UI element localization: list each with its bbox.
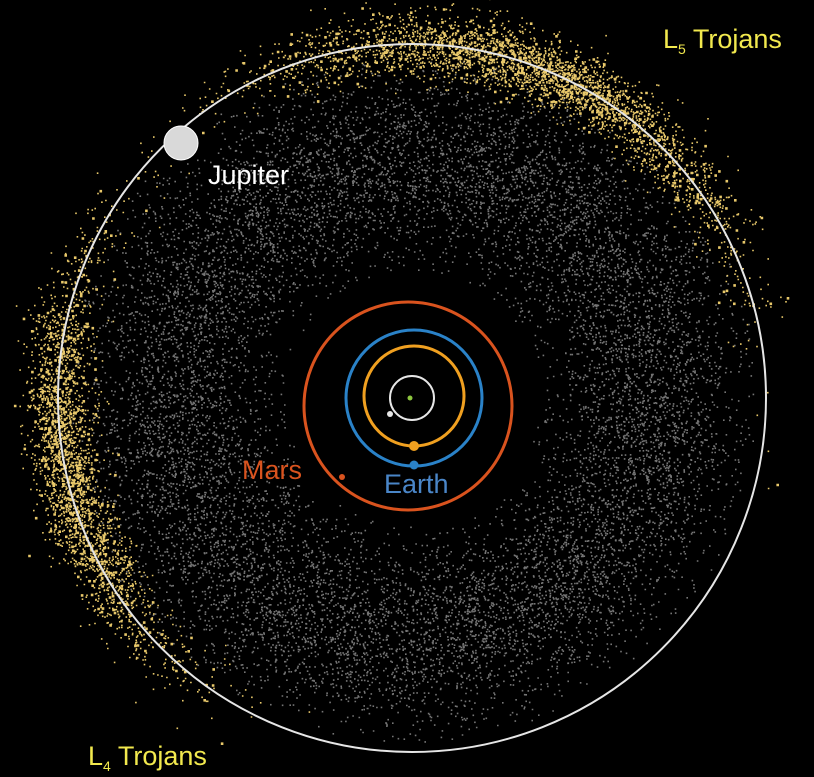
earth-label: Earth — [384, 469, 449, 499]
l5-letter: L — [663, 24, 679, 54]
l5-word: Trojans — [692, 24, 782, 54]
earth-icon — [409, 460, 419, 470]
mercury-orbit — [389, 375, 435, 421]
bodies — [163, 125, 419, 480]
l4-subscript: 4 — [103, 758, 111, 774]
l4-word: Trojans — [117, 741, 207, 771]
mars-label: Mars — [242, 455, 302, 485]
jupiter-label: Jupiter — [208, 160, 290, 190]
sun-icon — [407, 395, 413, 401]
main-asteroid-belt — [68, 61, 755, 743]
l4-letter: L — [88, 741, 104, 771]
l4-trojans-label: L4 Trojans — [88, 741, 207, 774]
jupiter-orbit — [57, 43, 767, 753]
l5-subscript: 5 — [678, 41, 686, 57]
mars-orbit — [302, 300, 514, 512]
main-belt-dots — [68, 61, 755, 743]
mercury-icon — [387, 411, 393, 417]
mars-icon — [339, 474, 345, 480]
venus-icon — [409, 441, 419, 451]
jupiter-icon — [163, 125, 199, 161]
l5-trojans-label: L5 Trojans — [663, 24, 782, 57]
